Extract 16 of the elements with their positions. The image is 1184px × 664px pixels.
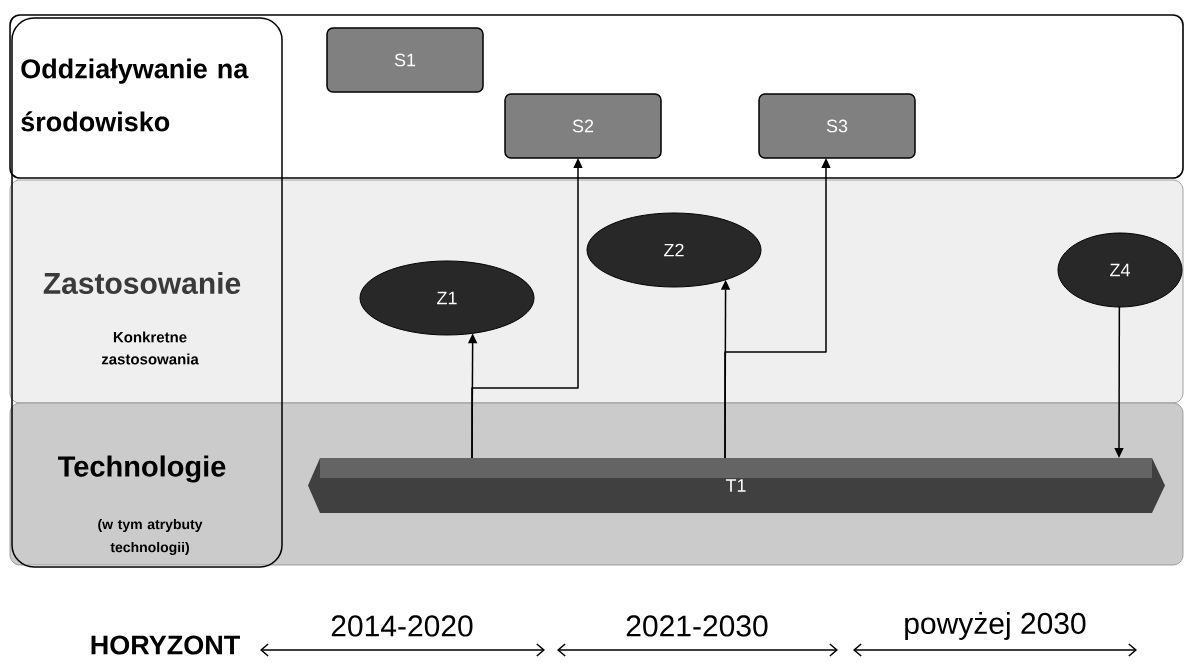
technology-bar: T1 [308, 458, 1165, 513]
ellipse-node: Z1 [359, 260, 535, 336]
process-box: S1 [326, 27, 484, 93]
period-label: powyżej 2030 [905, 612, 1086, 640]
process-box: S3 [758, 93, 916, 159]
row-heading: Konkretne zastosowania [101, 331, 199, 365]
process-box: S2 [504, 93, 662, 159]
ellipse-node: Z4 [1057, 232, 1183, 308]
axis-title: HORYZONT [91, 635, 240, 655]
row-heading: Zastosowanie [43, 272, 241, 294]
ellipse-node: Z2 [586, 212, 762, 288]
row-heading: (w tym atrybuty technologii) [98, 518, 203, 556]
period-label: 2014-2020 [331, 615, 473, 637]
row-heading: Technologie [58, 455, 226, 483]
period-label: 2021-2030 [626, 615, 768, 637]
row-heading: Oddziaływanie na środowisko [21, 58, 249, 132]
